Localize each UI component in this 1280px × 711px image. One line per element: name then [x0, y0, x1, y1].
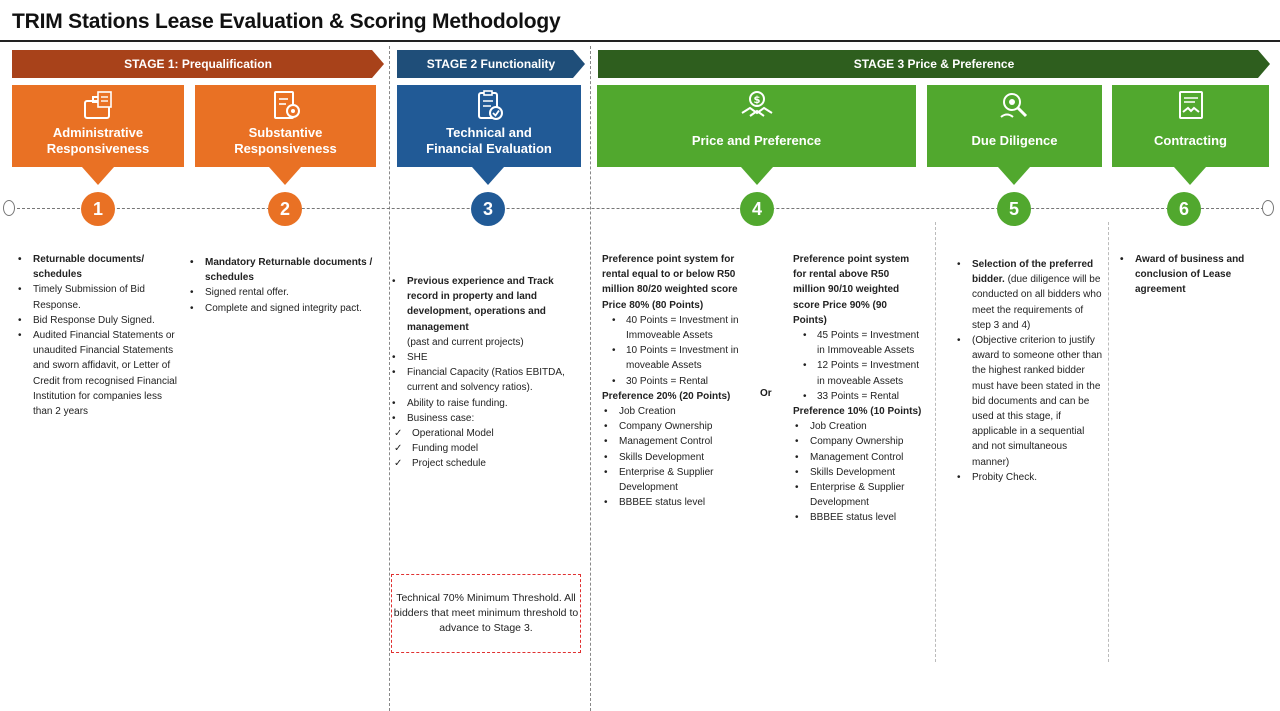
page-title: TRIM Stations Lease Evaluation & Scoring… [12, 10, 561, 33]
step-2-marker: 2 [268, 192, 302, 226]
stage-3-banner: STAGE 3 Price & Preference [598, 50, 1270, 78]
timeline-line [12, 208, 1264, 209]
list-item: Bid Response Duly Signed. [16, 313, 182, 328]
card-2-pointer [269, 167, 301, 185]
timeline-start-cap [3, 200, 15, 216]
step-4-marker: 4 [740, 192, 774, 226]
briefcase-documents-icon [84, 91, 112, 119]
list-item: Job Creation [793, 419, 923, 434]
list-item: Timely Submission of Bid Response. [16, 282, 182, 312]
preference-heading: Preference 20% (20 Points) [602, 390, 731, 402]
list-item: Financial Capacity (Ratios EBITDA, curre… [390, 365, 580, 395]
checklist-item: Operational Model [390, 426, 580, 441]
list-item: SHE [390, 350, 580, 365]
card-price-and-preference: $ Price and Preference [597, 85, 916, 167]
list-item: Selection of the preferred bidder. (due … [955, 257, 1103, 333]
list-item: Enterprise & Supplier Development [793, 480, 923, 510]
card-4-pointer [741, 167, 773, 185]
list-item: Skills Development [793, 465, 923, 480]
step-3-marker: 3 [471, 192, 505, 226]
list-item: Management Control [602, 434, 752, 449]
card-1-pointer [82, 167, 114, 185]
svg-text:$: $ [753, 95, 760, 106]
list-item: BBBEE status level [793, 510, 923, 525]
card-3-pointer [472, 167, 504, 185]
list-item: 30 Points = Rental [602, 374, 752, 389]
stage-divider-2-3 [590, 46, 591, 711]
list-item: Enterprise & Supplier Development [602, 465, 752, 495]
step-1-marker: 1 [81, 192, 115, 226]
step-4-option-a: Preference point system for rental equal… [602, 252, 752, 511]
list-item: 45 Points = Investment in Immoveable Ass… [793, 328, 923, 358]
list-item: Company Ownership [793, 434, 923, 449]
column-divider-5-6 [1108, 222, 1109, 662]
step-6-details: Award of business and conclusion of Leas… [1118, 252, 1268, 298]
title-rule [0, 40, 1280, 42]
step-1-details: Returnable documents/ schedules Timely S… [16, 252, 182, 419]
handshake-money-icon: $ [740, 91, 773, 117]
list-item: (Objective criterion to justify award to… [955, 333, 1103, 470]
list-item: Previous experience and Track record in … [390, 274, 580, 350]
list-item: Signed rental offer. [188, 285, 378, 300]
timeline-end-cap [1262, 200, 1274, 216]
list-item: Award of business and conclusion of Leas… [1118, 252, 1268, 298]
column-divider-4-5 [935, 222, 936, 662]
checklist-item: Funding model [390, 441, 580, 456]
card-5-pointer [998, 167, 1030, 185]
list-item: Audited Financial Statements or unaudite… [16, 328, 182, 419]
step-3-details: Previous experience and Track record in … [390, 274, 580, 472]
stage-1-banner: STAGE 1: Prequalification [12, 50, 384, 78]
preference-heading: Preference 10% (10 Points) [793, 406, 922, 418]
card-due-diligence: Due Diligence [927, 85, 1102, 167]
list-item: Ability to raise funding. [390, 396, 580, 411]
card-label: Price and Preference [691, 133, 822, 148]
list-item: Returnable documents/ schedules [16, 252, 182, 282]
contract-handshake-icon [1178, 91, 1203, 119]
list-item: Management Control [793, 450, 923, 465]
technical-threshold-note: Technical 70% Minimum Threshold. All bid… [391, 574, 581, 653]
step-4-option-b: Preference point system for rental above… [793, 252, 923, 526]
card-contracting: Contracting [1112, 85, 1269, 167]
option-heading: Preference point system for rental equal… [602, 254, 738, 311]
magnifier-gear-icon [999, 93, 1027, 118]
list-item: Complete and signed integrity pact. [188, 301, 378, 316]
list-item: Business case: [390, 411, 580, 426]
card-6-pointer [1174, 167, 1206, 185]
checklist-item: Project schedule [390, 456, 580, 471]
list-item: Company Ownership [602, 419, 752, 434]
list-item: Mandatory Returnable documents / schedul… [188, 255, 378, 285]
list-item: 33 Points = Rental [793, 389, 923, 404]
list-item: 40 Points = Investment in Immoveable Ass… [602, 313, 752, 343]
list-item: Skills Development [602, 450, 752, 465]
or-connector: Or [760, 388, 772, 399]
list-item: Probity Check. [955, 470, 1103, 485]
card-label: Contracting [1154, 133, 1227, 148]
step-6-marker: 6 [1167, 192, 1201, 226]
document-gear-icon [273, 91, 300, 119]
list-item: 12 Points = Investment in moveable Asset… [793, 358, 923, 388]
stage-2-banner: STAGE 2 Functionality [397, 50, 585, 78]
list-item: BBBEE status level [602, 495, 752, 510]
list-item: 10 Points = Investment in moveable Asset… [602, 343, 752, 373]
option-heading: Preference point system for rental above… [793, 254, 910, 326]
step-2-details: Mandatory Returnable documents / schedul… [188, 255, 378, 316]
step-5-marker: 5 [997, 192, 1031, 226]
card-label: Due Diligence [971, 133, 1058, 148]
step-5-details: Selection of the preferred bidder. (due … [955, 257, 1103, 485]
list-item: Job Creation [602, 404, 752, 419]
clipboard-check-icon [478, 90, 503, 120]
